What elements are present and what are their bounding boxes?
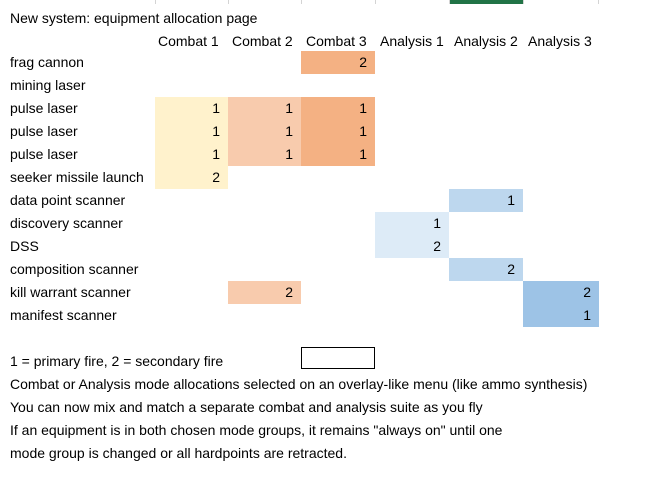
header-combat-3[interactable]: Combat 3: [306, 33, 367, 49]
allocation-cell[interactable]: 1: [449, 189, 523, 212]
allocation-cell[interactable]: 2: [375, 235, 449, 258]
equipment-label[interactable]: seeker missile launch: [10, 169, 144, 185]
header-analysis-2[interactable]: Analysis 2: [454, 33, 518, 49]
note-line[interactable]: Combat or Analysis mode allocations sele…: [10, 376, 588, 392]
column-divider: [375, 0, 376, 4]
note-legend[interactable]: 1 = primary fire, 2 = secondary fire: [10, 353, 224, 369]
header-combat-2[interactable]: Combat 2: [232, 33, 293, 49]
equipment-label[interactable]: frag cannon: [10, 54, 84, 70]
header-analysis-1[interactable]: Analysis 1: [380, 33, 444, 49]
equipment-label[interactable]: DSS: [10, 238, 39, 254]
allocation-cell[interactable]: 1: [155, 120, 228, 143]
note-line[interactable]: mode group is changed or all hardpoints …: [10, 445, 347, 461]
header-combat-1[interactable]: Combat 1: [158, 33, 219, 49]
equipment-label[interactable]: pulse laser: [10, 146, 78, 162]
equipment-label[interactable]: pulse laser: [10, 100, 78, 116]
equipment-label[interactable]: kill warrant scanner: [10, 284, 131, 300]
equipment-label[interactable]: pulse laser: [10, 123, 78, 139]
equipment-label[interactable]: data point scanner: [10, 192, 126, 208]
allocation-cell[interactable]: 1: [375, 212, 449, 235]
allocation-cell[interactable]: 1: [301, 120, 375, 143]
equipment-label[interactable]: mining laser: [10, 77, 86, 93]
allocation-cell[interactable]: 2: [228, 281, 301, 304]
header-analysis-3[interactable]: Analysis 3: [528, 33, 592, 49]
column-divider: [523, 0, 524, 4]
column-divider: [598, 0, 599, 4]
sheet-title[interactable]: New system: equipment allocation page: [10, 10, 258, 26]
allocation-cell[interactable]: 1: [228, 120, 301, 143]
empty-outlined-cell[interactable]: [301, 347, 375, 369]
equipment-label[interactable]: discovery scanner: [10, 215, 123, 231]
allocation-cell[interactable]: 1: [155, 97, 228, 120]
note-line[interactable]: You can now mix and match a separate com…: [10, 399, 483, 415]
column-divider: [155, 0, 156, 4]
allocation-cell[interactable]: 1: [301, 143, 375, 166]
equipment-label[interactable]: composition scanner: [10, 261, 139, 277]
allocation-cell[interactable]: 2: [449, 258, 523, 281]
equipment-label[interactable]: manifest scanner: [10, 307, 117, 323]
column-divider: [228, 0, 229, 4]
allocation-cell[interactable]: 2: [523, 281, 599, 304]
sheet-top-edge: [0, 0, 662, 4]
allocation-cell[interactable]: 1: [228, 97, 301, 120]
allocation-cell[interactable]: 1: [228, 143, 301, 166]
selected-column-indicator: [449, 0, 523, 4]
column-divider: [449, 0, 450, 4]
allocation-cell[interactable]: 2: [155, 166, 228, 189]
column-divider: [301, 0, 302, 4]
allocation-cell[interactable]: 2: [301, 51, 375, 74]
allocation-cell[interactable]: 1: [523, 304, 599, 327]
allocation-cell[interactable]: 1: [301, 97, 375, 120]
note-line[interactable]: If an equipment is in both chosen mode g…: [10, 422, 503, 438]
allocation-cell[interactable]: 1: [155, 143, 228, 166]
